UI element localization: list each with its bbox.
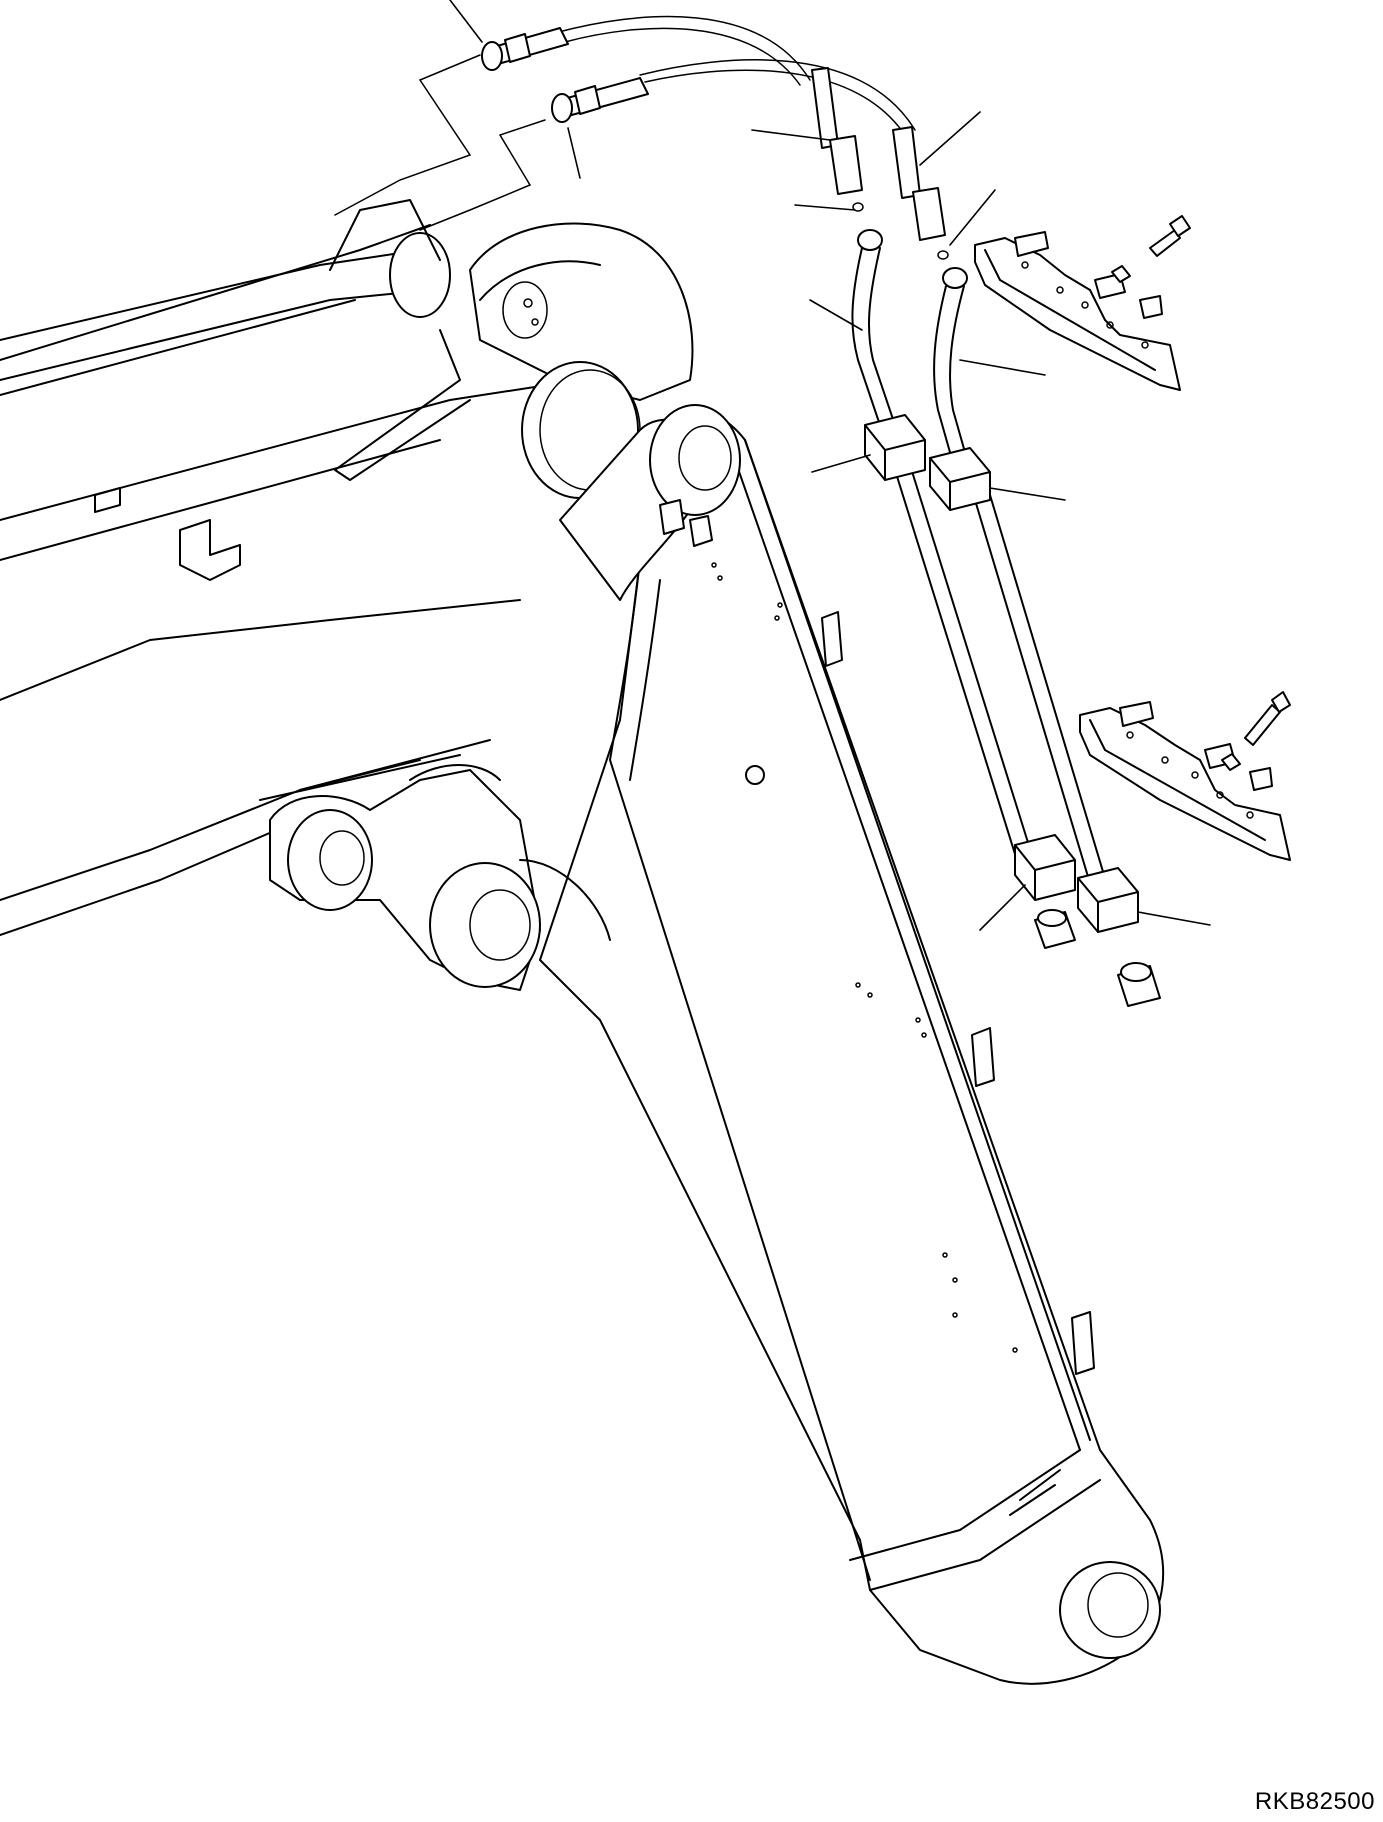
leader-hose-fitting-left: [752, 130, 830, 140]
leader-clamp-upper-right: [990, 488, 1065, 500]
arm-root: [270, 405, 740, 990]
pipe-end-nut-right: [1118, 963, 1160, 1006]
leader-pipe-left: [810, 300, 862, 330]
pipe-end-nut-left: [1035, 910, 1075, 948]
pipe-clamp-upper-left: [865, 415, 925, 480]
hose-fitting-right: [893, 127, 948, 259]
leader-clamp-lower-left: [980, 885, 1025, 930]
hose-fitting-left: [812, 68, 863, 211]
boom-mount-block: [95, 488, 240, 580]
bracket-bolt-upper: [1112, 216, 1190, 282]
leader-hose-coupler-1: [450, 0, 482, 42]
leader-clamp-upper-left: [812, 455, 870, 472]
boom: [0, 225, 580, 935]
hose-coupler-1: [482, 28, 568, 70]
mounting-bracket-upper: [975, 232, 1180, 390]
mounting-bracket-lower: [1080, 702, 1290, 860]
leader-clamp-lower-right: [1138, 912, 1210, 925]
boom-top-boss: [470, 223, 692, 400]
rivet-marks: [712, 563, 1017, 1352]
leader-oring-right: [950, 190, 995, 245]
pipe-left: [852, 230, 1035, 870]
arm: [540, 407, 1163, 1683]
pipe-clamp-lower-left: [1015, 835, 1075, 900]
hose-lines: [335, 17, 915, 230]
boom-cylinder: [0, 200, 470, 480]
pipe-clamp-upper-right: [930, 448, 990, 510]
leader-hose-fitting-right: [920, 112, 980, 165]
leader-pipe-right: [960, 360, 1045, 375]
drawing-code: RKB82500: [1254, 1788, 1375, 1815]
pipe-right: [934, 268, 1110, 900]
leader-hose-coupler-2: [568, 128, 580, 178]
hose-coupler-2: [552, 78, 648, 122]
leader-lines: [450, 0, 1210, 930]
pipe-clamp-lower-right: [1078, 868, 1138, 932]
bracket-bolt-lower: [1222, 692, 1290, 770]
leader-oring-left: [795, 205, 855, 210]
